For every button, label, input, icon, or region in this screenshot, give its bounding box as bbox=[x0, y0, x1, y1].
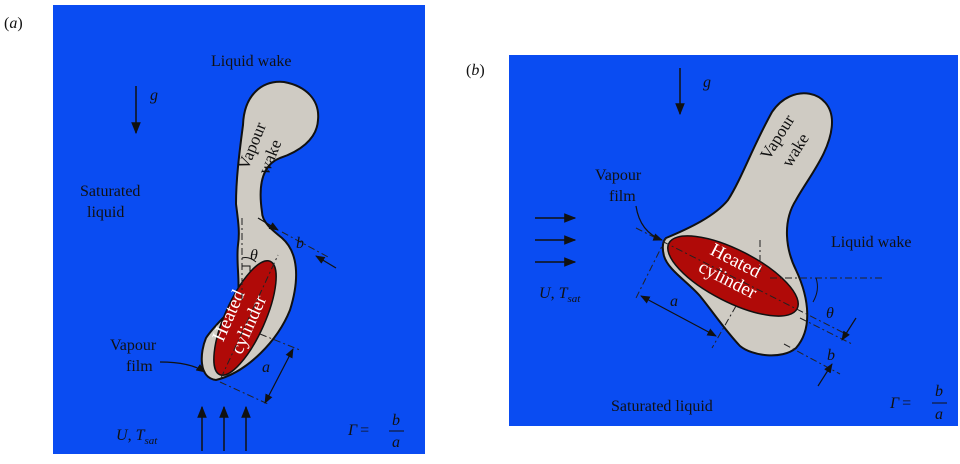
panel-b-gamma-label: Γ= bbox=[889, 395, 911, 412]
panel-b-theta-label: θ bbox=[826, 305, 834, 322]
panel-a-b-extension-top bbox=[281, 231, 331, 259]
panel-b-saturated-liquid-label: Saturated liquid bbox=[611, 398, 713, 415]
panel-a-gamma-label: Γ= bbox=[347, 422, 369, 439]
panel-b-b-label: b bbox=[827, 347, 835, 364]
panel-b-heated-cylinder bbox=[667, 235, 799, 317]
panel-b-b-arrow-in bbox=[841, 317, 857, 341]
panel-a-vapour-film-pointer bbox=[159, 361, 206, 373]
panel-b-gamma-denominator: a bbox=[935, 406, 943, 423]
panel-a-label: (a) bbox=[4, 15, 23, 32]
panel-a-right-angle-mark bbox=[242, 265, 251, 272]
panel-a-vapour-envelope bbox=[200, 80, 320, 382]
panel-b-a-extension-left bbox=[635, 237, 667, 299]
panel-b-major-axis bbox=[635, 227, 851, 337]
panel-b-label: (b) bbox=[466, 62, 485, 79]
panel-a-a-dimension bbox=[264, 348, 294, 404]
panel-b-b-extension-bottom bbox=[783, 343, 841, 375]
panel-b-gamma-numerator: b bbox=[935, 383, 943, 400]
panel-b-gravity-label: g bbox=[703, 74, 711, 91]
panel-a-saturated-liquid-line1: Saturated bbox=[80, 183, 140, 200]
panel-a-b-arrow-in bbox=[257, 217, 279, 231]
panel-b-vapour-film-line2: film bbox=[609, 188, 636, 205]
panel-b-a-extension-right bbox=[711, 305, 737, 349]
panel-a-liquid-wake-label: Liquid wake bbox=[211, 53, 291, 70]
panel-b-theta-arc bbox=[812, 277, 818, 303]
panel-a-a-extension-top bbox=[259, 333, 301, 351]
panel-a-a-extension-bottom bbox=[219, 381, 269, 405]
panel-a-b-arrow-out bbox=[315, 255, 337, 269]
panel-a-vapour-film-line2: film bbox=[126, 358, 153, 375]
panel-a-saturated-liquid-line2: liquid bbox=[87, 204, 124, 221]
panel-b-a-label: a bbox=[670, 293, 678, 310]
panel-a-theta-label: θ bbox=[250, 247, 258, 264]
panel-a-a-label: a bbox=[262, 359, 270, 376]
panel-a-b-label: b bbox=[296, 235, 304, 252]
panel-a-gamma-numerator: b bbox=[392, 412, 400, 429]
panel-a-gamma-denominator: a bbox=[392, 434, 400, 451]
panel-b-b-arrow-out bbox=[817, 363, 833, 387]
panel-a-theta-arc bbox=[241, 257, 257, 263]
panel-b-a-dimension bbox=[640, 295, 717, 337]
panel-a-gravity-label: g bbox=[150, 87, 158, 104]
panel-b-liquid-wake-label: Liquid wake bbox=[831, 234, 911, 251]
panel-b-vapour-film-line1: Vapour bbox=[595, 167, 642, 184]
panel-b-vapour-film-pointer bbox=[635, 205, 663, 241]
panel-a-vapour-film-line1: Vapour bbox=[110, 337, 157, 354]
panel-a-heated-cylinder bbox=[213, 260, 277, 376]
